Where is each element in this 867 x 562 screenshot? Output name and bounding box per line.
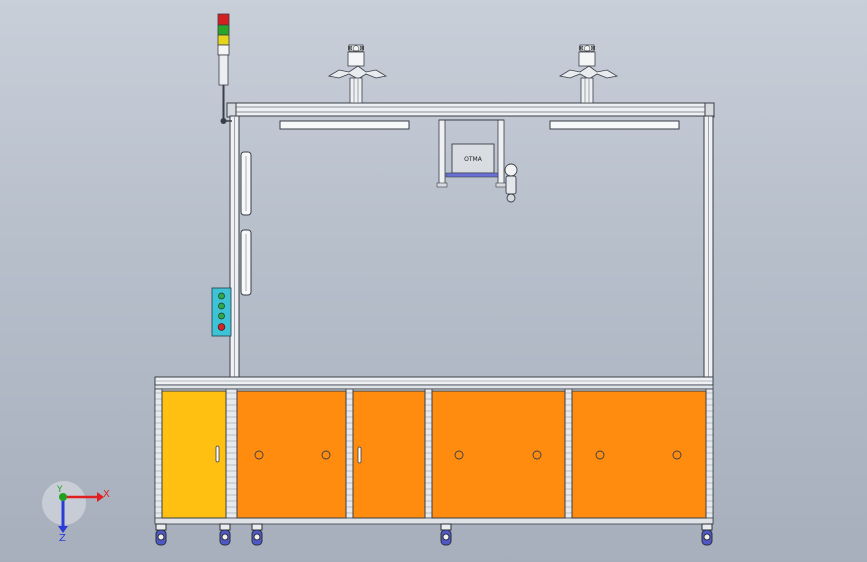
caster-wheel xyxy=(701,523,713,546)
cabinet-door-4[interactable] xyxy=(431,390,566,519)
door-lock[interactable] xyxy=(595,450,605,460)
light-fixture-left xyxy=(279,120,410,130)
cabinet-door-2[interactable] xyxy=(236,390,347,519)
tower-light-green xyxy=(217,24,230,36)
x-axis-label: X xyxy=(103,489,110,500)
door-lock[interactable] xyxy=(532,450,542,460)
scanner-gun xyxy=(504,163,518,203)
panel-button-2[interactable] xyxy=(218,302,225,310)
door-lock[interactable] xyxy=(254,450,264,460)
door-handle[interactable] xyxy=(215,445,220,463)
side-handle-upper xyxy=(240,151,252,216)
hmi-bracket: ОТМА xyxy=(436,119,507,188)
cabinet-door-3[interactable] xyxy=(352,390,426,519)
caster-wheel xyxy=(219,523,231,546)
panel-button-3[interactable] xyxy=(218,312,225,320)
door-lock[interactable] xyxy=(321,450,331,460)
cabinet-door-left[interactable] xyxy=(161,390,227,519)
emergency-stop-button[interactable] xyxy=(217,323,226,331)
panel-button-1[interactable] xyxy=(218,292,225,300)
door-lock[interactable] xyxy=(672,450,682,460)
hmi-label: ОТМА xyxy=(464,156,483,163)
tower-light-yellow xyxy=(217,34,230,46)
caster-wheels xyxy=(155,523,713,546)
left-post xyxy=(229,115,240,379)
top-motor-left: ⊠◯⊠ xyxy=(327,44,388,104)
top-motor-right: ⊠◯⊠ xyxy=(558,44,619,104)
worktop xyxy=(154,376,714,390)
top-beam xyxy=(226,102,715,118)
side-handle-lower xyxy=(240,229,252,296)
coordinate-triad: X Z Y xyxy=(42,481,110,544)
door-handle[interactable] xyxy=(357,446,362,464)
caster-wheel xyxy=(440,523,452,546)
control-panel xyxy=(211,287,232,337)
caster-wheel xyxy=(155,523,167,546)
light-fixture-right xyxy=(549,120,680,130)
door-lock[interactable] xyxy=(454,450,464,460)
z-axis-label: Z xyxy=(59,533,66,544)
svg-text:⊠◯⊠: ⊠◯⊠ xyxy=(579,45,596,52)
caster-wheel xyxy=(251,523,263,546)
svg-text:⊠◯⊠: ⊠◯⊠ xyxy=(348,45,365,52)
right-post xyxy=(703,115,714,379)
tower-light-red xyxy=(217,13,230,26)
cabinet-door-5[interactable] xyxy=(571,390,707,519)
tower-light-white xyxy=(217,44,230,56)
y-axis-marker xyxy=(59,493,67,501)
y-axis-label: Y xyxy=(56,485,63,495)
tower-light xyxy=(217,13,232,124)
